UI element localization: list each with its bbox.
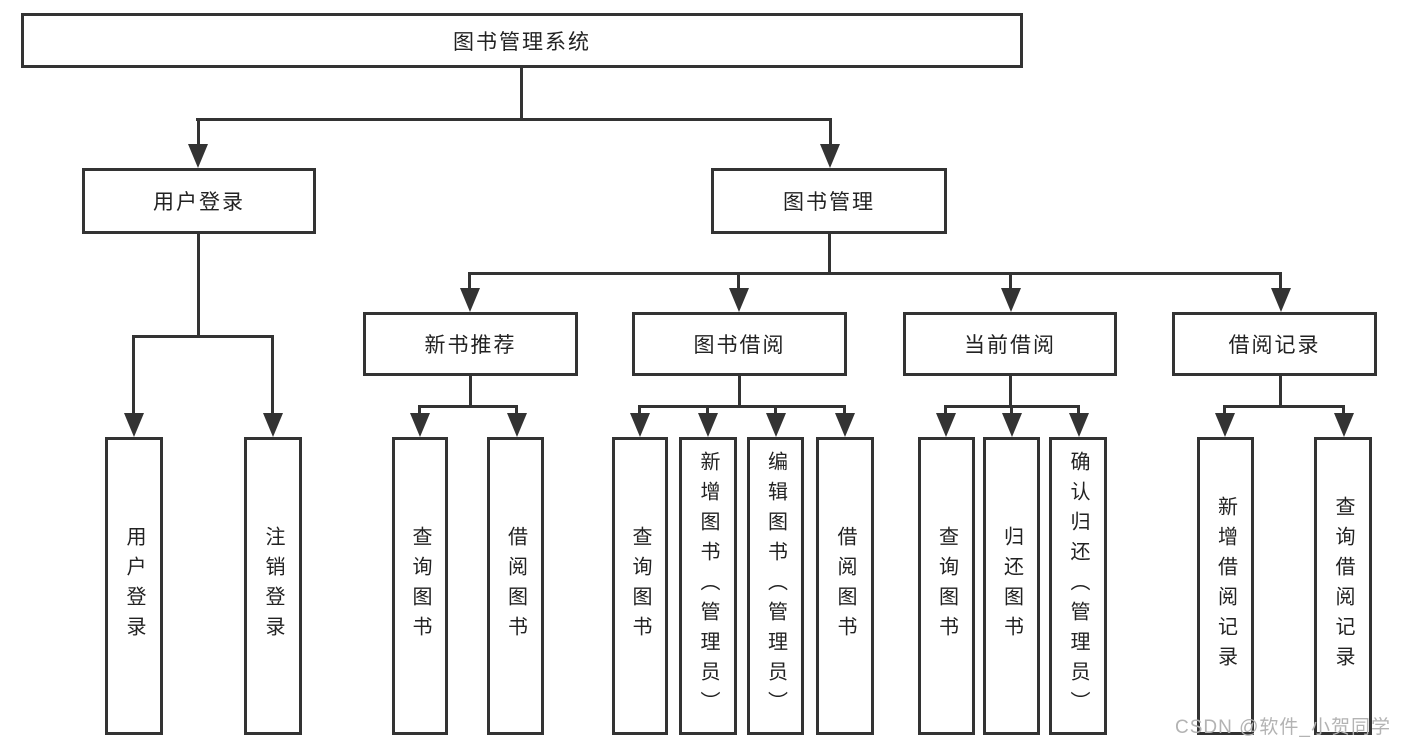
- connector-vline: [515, 405, 518, 415]
- node-label: 注销登录: [262, 526, 284, 646]
- leaf-confirm-return-admin: 确认归还（管理员）: [1049, 437, 1107, 735]
- connector-vline: [738, 376, 741, 408]
- arrowhead-down: [460, 288, 480, 312]
- arrowhead-down: [410, 413, 430, 437]
- leaf-query-books-current: 查询图书: [918, 437, 975, 735]
- arrowhead-down: [263, 413, 283, 437]
- leaf-add-book-admin: 新增图书（管理员）: [679, 437, 737, 735]
- node-label: 查询图书: [935, 526, 958, 646]
- arrowhead-down: [698, 413, 718, 437]
- leaf-borrow-books-borrowing: 借阅图书: [816, 437, 874, 735]
- connector-vline: [828, 234, 831, 274]
- node-label: 用户登录: [153, 191, 245, 214]
- node-label: 图书借阅: [693, 334, 786, 357]
- watermark: CSDN @软件_小贺同学: [1175, 717, 1391, 738]
- arrowhead-down: [630, 413, 650, 437]
- connector-vline: [469, 376, 472, 408]
- arrowhead-down: [835, 413, 855, 437]
- node-label: 查询图书: [629, 526, 651, 646]
- leaf-query-books-borrowing: 查询图书: [612, 437, 668, 735]
- arrowhead-down: [124, 413, 144, 437]
- node-label: 借阅记录: [1228, 334, 1321, 357]
- node-book-management: 图书管理: [711, 168, 947, 234]
- connector-vline: [829, 118, 832, 146]
- connector-hline: [132, 335, 274, 338]
- node-label: 编辑图书（管理员）: [764, 451, 787, 721]
- node-label: 查询借阅记录: [1332, 496, 1354, 676]
- arrowhead-down: [1215, 413, 1235, 437]
- node-root: 图书管理系统: [21, 13, 1023, 68]
- connector-vline: [737, 272, 740, 289]
- arrowhead-down: [820, 144, 840, 168]
- arrowhead-down: [188, 144, 208, 168]
- node-label: 借阅图书: [834, 526, 856, 646]
- arrowhead-down: [1271, 288, 1291, 312]
- leaf-borrow-books-recommend: 借阅图书: [487, 437, 544, 735]
- node-label: 新书推荐: [424, 334, 517, 357]
- connector-vline: [418, 405, 421, 415]
- connector-hline: [468, 272, 1282, 275]
- node-label: 用户登录: [123, 526, 145, 646]
- connector-vline: [520, 68, 523, 121]
- connector-vline: [1223, 405, 1226, 415]
- arrowhead-down: [1002, 413, 1022, 437]
- connector-vline: [1279, 272, 1282, 289]
- node-borrow-records: 借阅记录: [1172, 312, 1377, 376]
- connector-vline: [197, 118, 200, 146]
- connector-hline: [1223, 405, 1345, 408]
- connector-vline: [271, 335, 274, 415]
- node-user-login-module: 用户登录: [82, 168, 316, 234]
- node-root-label: 图书管理系统: [453, 30, 591, 54]
- connector-vline: [197, 234, 200, 338]
- leaf-user-login: 用户登录: [105, 437, 163, 735]
- leaf-logout: 注销登录: [244, 437, 302, 735]
- connector-vline: [1077, 405, 1080, 415]
- node-book-borrowing: 图书借阅: [632, 312, 847, 376]
- arrowhead-down: [1334, 413, 1354, 437]
- connector-vline: [638, 405, 641, 415]
- node-label: 查询图书: [409, 526, 431, 646]
- connector-vline: [1009, 272, 1012, 289]
- leaf-add-borrow-record: 新增借阅记录: [1197, 437, 1254, 735]
- arrowhead-down: [1069, 413, 1089, 437]
- connector-vline: [1009, 376, 1012, 408]
- node-label: 新增图书（管理员）: [697, 451, 719, 721]
- connector-vline: [132, 335, 135, 415]
- leaf-edit-book-admin: 编辑图书（管理员）: [747, 437, 804, 735]
- connector-hline: [418, 405, 518, 408]
- leaf-query-books-recommend: 查询图书: [392, 437, 448, 735]
- connector-vline: [843, 405, 846, 415]
- leaf-query-borrow-record: 查询借阅记录: [1314, 437, 1372, 735]
- connector-vline: [944, 405, 947, 415]
- connector-hline: [196, 118, 832, 121]
- connector-vline: [774, 405, 777, 415]
- node-label: 确认归还（管理员）: [1067, 451, 1089, 721]
- connector-vline: [1010, 405, 1013, 415]
- node-current-borrowing: 当前借阅: [903, 312, 1117, 376]
- node-label: 图书管理: [783, 191, 875, 214]
- connector-vline: [468, 272, 471, 289]
- connector-hline: [638, 405, 846, 408]
- arrowhead-down: [1001, 288, 1021, 312]
- connector-vline: [1342, 405, 1345, 415]
- node-new-book-recommend: 新书推荐: [363, 312, 578, 376]
- arrowhead-down: [729, 288, 749, 312]
- arrowhead-down: [507, 413, 527, 437]
- node-label: 归还图书: [1000, 526, 1023, 646]
- connector-vline: [1279, 376, 1282, 408]
- node-label: 当前借阅: [964, 334, 1056, 357]
- leaf-return-book: 归还图书: [983, 437, 1040, 735]
- connector-vline: [706, 405, 709, 415]
- node-label: 借阅图书: [504, 526, 527, 646]
- arrowhead-down: [936, 413, 956, 437]
- arrowhead-down: [766, 413, 786, 437]
- node-label: 新增借阅记录: [1214, 496, 1237, 676]
